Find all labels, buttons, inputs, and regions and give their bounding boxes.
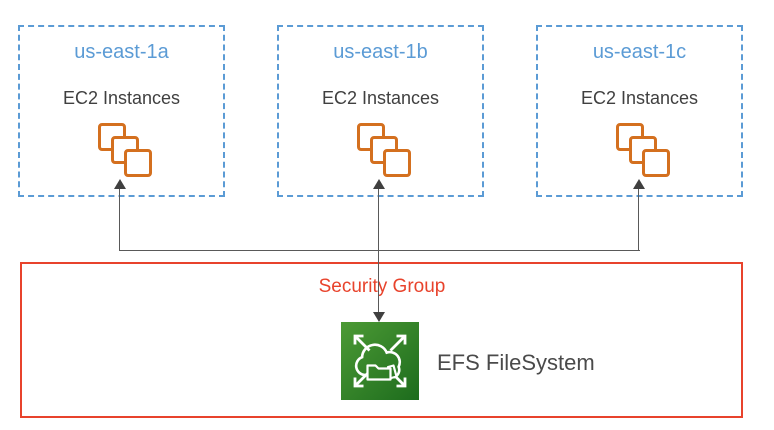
connector-vertical-line-az1 [119,188,120,251]
security-group-label: Security Group [318,276,446,297]
ec2-instances-icon [97,123,152,177]
ec2-square-icon [641,149,670,177]
efs-filesystem-icon [341,322,419,400]
az-box-us-east-1c: us-east-1c EC2 Instances [536,25,743,197]
arrowhead-down-efs-icon [373,312,385,322]
ec2-square-icon [123,149,152,177]
arrowhead-up-az3-icon [633,179,645,189]
az-name-label: us-east-1b [333,41,428,63]
ec2-square-icon [382,149,411,177]
az-name-label: us-east-1a [74,41,169,63]
az-name-label: us-east-1c [592,41,687,63]
ec2-instances-label: EC2 Instances [321,88,440,108]
arrowhead-up-az2-icon [373,179,385,189]
efs-filesystem-label: EFS FileSystem [437,350,595,375]
connector-vertical-line-az2-efs [378,188,379,314]
az-box-us-east-1a: us-east-1a EC2 Instances [18,25,225,197]
ec2-instances-label: EC2 Instances [62,88,181,108]
az-box-us-east-1b: us-east-1b EC2 Instances [277,25,484,197]
arrowhead-up-az1-icon [114,179,126,189]
ec2-instances-icon [615,123,670,177]
security-group-box [20,262,743,418]
ec2-instances-label: EC2 Instances [580,88,699,108]
efs-icon-svg [341,322,419,400]
connector-vertical-line-az3 [638,188,639,251]
ec2-instances-icon [356,123,411,177]
connector-horizontal-line [120,250,640,251]
